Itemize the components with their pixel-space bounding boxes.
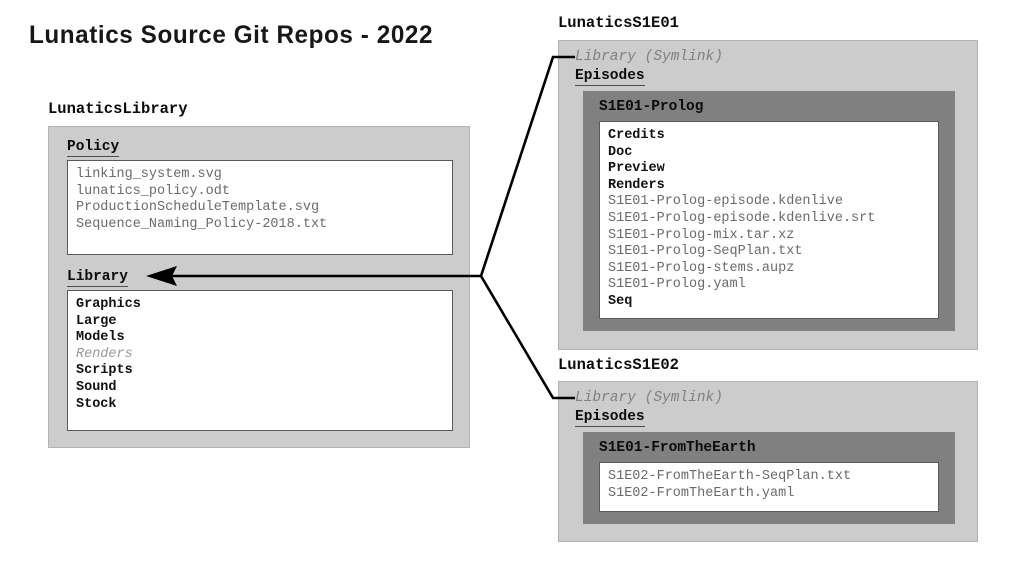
repo-box-lunatics-s1e01: Library (Symlink) Episodes S1E01-Prolog … [558, 40, 978, 350]
list-item: Preview [608, 161, 665, 177]
repo-label-lunatics-s1e02: LunaticsS1E02 [558, 356, 679, 374]
list-item: Seq [608, 293, 633, 309]
list-item: S1E02-FromTheEarth-SeqPlan.txt [608, 469, 852, 484]
list-item: Credits [608, 128, 665, 143]
list-item: S1E01-Prolog-episode.kdenlive.srt [608, 210, 876, 226]
symlink-library-s1e01: Library (Symlink) [575, 49, 723, 65]
repo-box-lunatics-library: Policy linking_system.svg lunatics_polic… [48, 126, 470, 448]
list-item: ProductionScheduleTemplate.svg [76, 200, 320, 216]
list-item: S1E01-Prolog-SeqPlan.txt [608, 244, 803, 260]
page-title: Lunatics Source Git Repos - 2022 [29, 21, 434, 49]
list-item: Graphics [76, 297, 141, 312]
list-item: S1E01-Prolog-episode.kdenlive [608, 194, 843, 210]
listing-s1e01-prolog: Credits Doc Preview Renders S1E01-Prolog… [599, 121, 939, 319]
symlink-library-s1e02: Library (Symlink) [575, 390, 723, 406]
list-item: Models [76, 330, 125, 346]
episode-box-s1e01-prolog: S1E01-Prolog Credits Doc Preview Renders… [583, 91, 955, 331]
listing-library: Graphics Large Models Renders Scripts So… [67, 290, 453, 431]
list-item: Renders [76, 346, 133, 362]
repo-box-lunatics-s1e02: Library (Symlink) Episodes S1E01-FromThe… [558, 381, 978, 542]
episode-title-s1e01-prolog: S1E01-Prolog [599, 99, 704, 115]
list-item: Sequence_Naming_Policy-2018.txt [76, 216, 328, 232]
list-item: Renders [608, 177, 665, 193]
list-item: Stock [76, 396, 117, 412]
section-heading-library: Library [67, 269, 128, 287]
section-heading-episodes-s1e02: Episodes [575, 409, 645, 427]
list-item: S1E01-Prolog.yaml [608, 277, 746, 293]
listing-s1e01-fromtheearth: S1E02-FromTheEarth-SeqPlan.txt S1E02-Fro… [599, 462, 939, 512]
list-item: Sound [76, 379, 117, 395]
list-item: Doc [608, 144, 633, 160]
list-item: Scripts [76, 363, 133, 379]
repo-label-lunatics-s1e01: LunaticsS1E01 [558, 14, 679, 32]
list-item: S1E01-Prolog-mix.tar.xz [608, 227, 795, 243]
list-item: linking_system.svg [76, 167, 222, 182]
section-heading-episodes-s1e01: Episodes [575, 68, 645, 86]
section-heading-policy: Policy [67, 139, 120, 157]
list-item: S1E02-FromTheEarth.yaml [608, 485, 795, 501]
episode-box-s1e01-fromtheearth: S1E01-FromTheEarth S1E02-FromTheEarth-Se… [583, 432, 955, 524]
list-item: lunatics_policy.odt [76, 183, 230, 199]
listing-policy: linking_system.svg lunatics_policy.odt P… [67, 160, 453, 255]
repo-label-lunatics-library: LunaticsLibrary [48, 100, 188, 118]
episode-title-s1e01-fromtheearth: S1E01-FromTheEarth [599, 440, 756, 456]
list-item: Large [76, 313, 117, 329]
list-item: S1E01-Prolog-stems.aupz [608, 260, 795, 276]
